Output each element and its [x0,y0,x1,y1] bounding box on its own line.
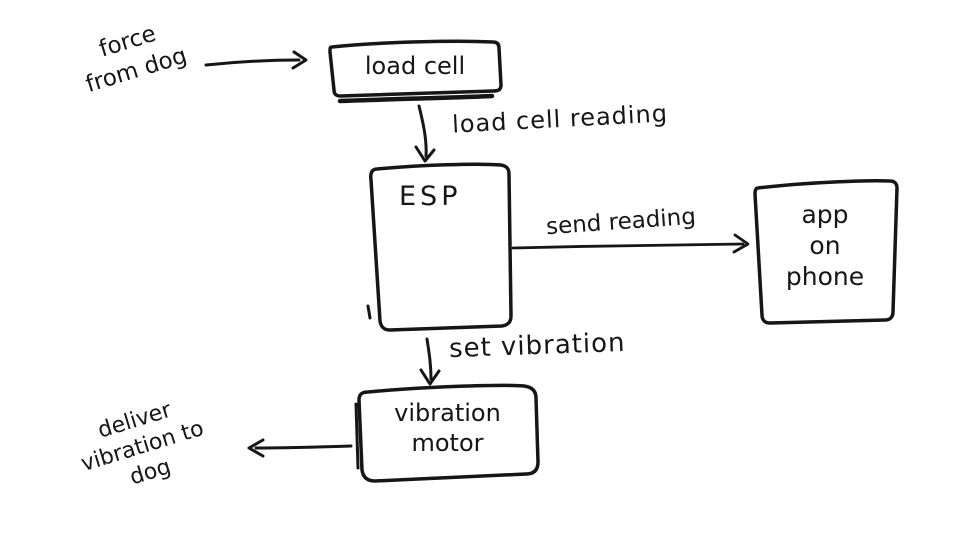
vibration-motor-label: vibration motor [360,398,535,458]
arrow-force-to-load-cell-head [291,50,308,70]
app-on-phone-box [753,179,899,325]
arrow-load-cell-to-esp [417,104,428,158]
load-cell-box-bottom-stroke [337,93,495,104]
arrow-force-to-load-cell [204,58,301,67]
arrow-load-cell-to-esp-head [414,145,436,163]
arrow-motor-to-deliver [254,444,353,450]
app-on-phone-line2: on [809,231,841,260]
esp-label: ESP [399,181,462,212]
arrow-esp-to-app [511,242,745,250]
esp-box-pen-mark [366,304,372,320]
set-vibration-label: set vibration [448,327,627,365]
arrow-motor-to-deliver-head [247,438,265,458]
arrow-esp-to-motor-head [419,368,441,386]
load-cell-label: load cell [364,52,466,80]
vibration-motor-line1: vibration [394,399,501,427]
app-on-phone-line1: app [801,200,849,229]
app-on-phone-label: app on phone [756,199,894,292]
vibration-motor-box [357,383,540,483]
app-on-phone-line3: phone [785,262,865,291]
load-cell-box [328,39,503,98]
vibration-motor-box-pen-mark [354,402,360,470]
esp-box [369,162,513,332]
arrow-esp-to-app-head [732,233,750,254]
vibration-motor-line2: motor [411,429,484,457]
arrow-esp-to-motor [425,337,433,381]
